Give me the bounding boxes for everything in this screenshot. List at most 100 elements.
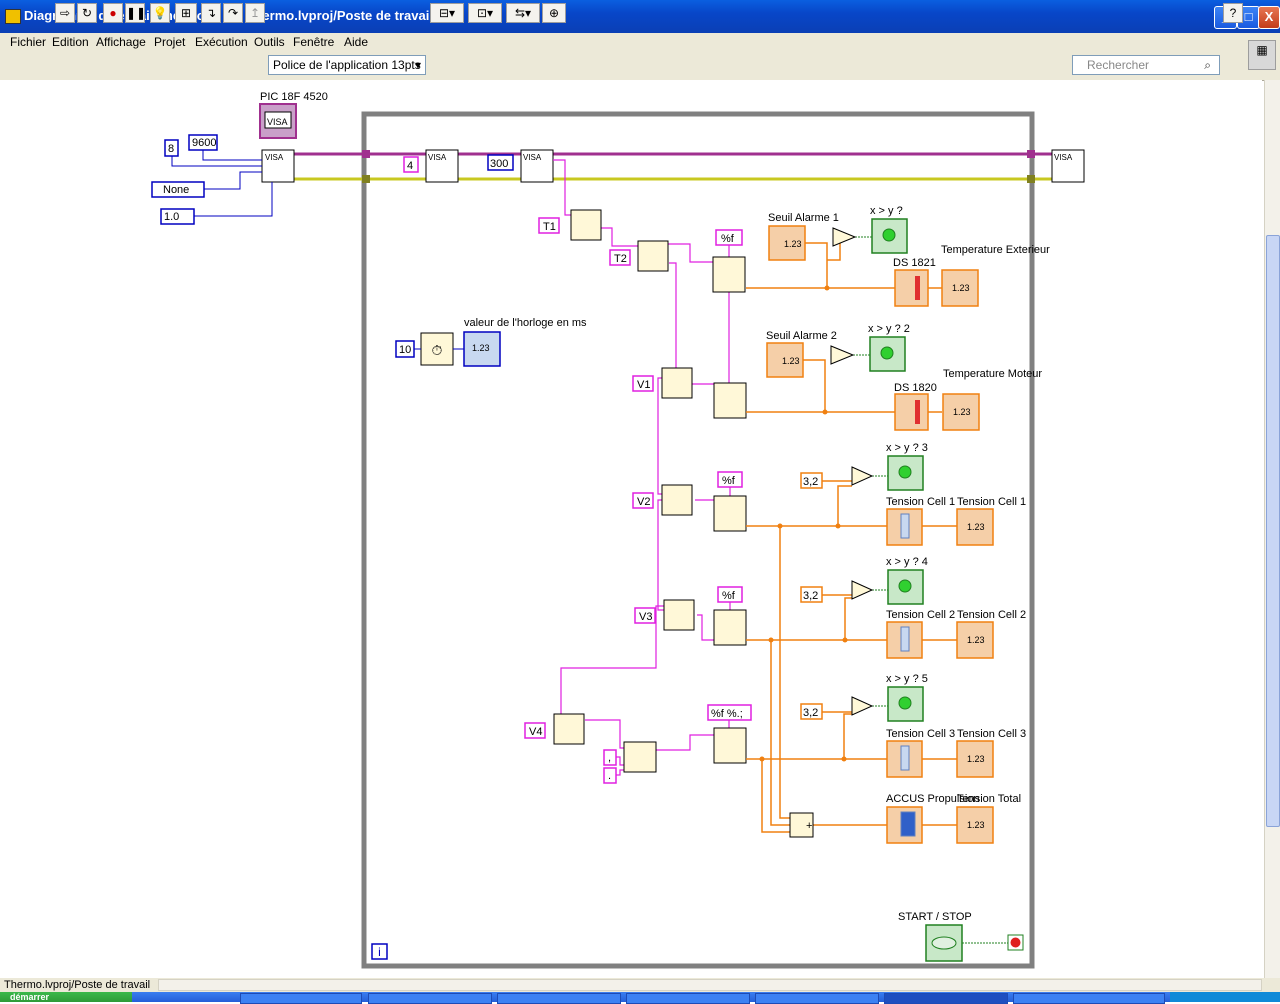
format-3[interactable]	[717, 586, 743, 603]
block-diagram: i PIC 18F 4520 VISA VISA 9600 8 None 1.0…	[0, 80, 1262, 978]
token-v2-label: V2	[637, 496, 650, 508]
cmp4-led[interactable]	[887, 569, 924, 605]
search-icon[interactable]: ⌕	[1204, 58, 1211, 72]
ds1821-thermometer[interactable]	[894, 269, 929, 307]
match-pattern-t1[interactable]	[570, 209, 602, 241]
font-select[interactable]: Police de l'application 13pts▾	[268, 55, 426, 75]
menu-affichage[interactable]: Affichage	[96, 35, 146, 49]
format-5[interactable]	[707, 704, 752, 721]
highlight-execution-icon[interactable]: 💡	[150, 3, 170, 23]
token-v1[interactable]	[632, 375, 654, 392]
token-v4[interactable]	[524, 722, 546, 739]
greater-equal-2[interactable]	[830, 345, 855, 365]
match-pattern-v2[interactable]	[661, 484, 693, 516]
token-v3[interactable]	[634, 607, 656, 624]
scan-string-5[interactable]	[713, 727, 747, 764]
read-count-constant[interactable]	[487, 154, 514, 171]
close-button[interactable]: X	[1258, 6, 1280, 29]
less-than-3[interactable]	[851, 696, 874, 716]
distribute-objects-icon[interactable]: ⊡▾	[468, 3, 502, 23]
format-1[interactable]	[715, 229, 743, 246]
horizontal-scrollbar[interactable]	[158, 979, 1262, 991]
taskbar-item-6[interactable]	[884, 993, 1008, 1004]
menu-aide[interactable]: Aide	[344, 35, 369, 49]
pause-icon[interactable]: ❚❚	[125, 3, 146, 23]
menu-edition[interactable]: Edition	[52, 35, 89, 49]
start-button[interactable]: démarrer	[0, 992, 132, 1002]
baud-value: 9600	[192, 137, 216, 149]
run-arrow-icon[interactable]: ⇨	[55, 3, 75, 23]
match-pattern-t2[interactable]	[637, 240, 669, 272]
cleanup-diagram-icon[interactable]: ⊕	[542, 3, 566, 23]
visa-configure-text: VISA	[265, 153, 284, 162]
step-out-icon[interactable]: ↥	[245, 3, 265, 23]
write-count-constant[interactable]	[403, 156, 419, 173]
step-into-icon[interactable]: ↴	[201, 3, 221, 23]
tc2-indicator[interactable]	[956, 621, 994, 659]
visa-resource-label: PIC 18F 4520	[260, 91, 328, 103]
align-objects-icon[interactable]: ⊟▾	[430, 3, 464, 23]
token-dot[interactable]	[603, 767, 617, 784]
temp-mot-indicator[interactable]	[942, 393, 980, 431]
search-replace-node[interactable]	[623, 741, 657, 773]
run-continuously-icon[interactable]: ↻	[77, 3, 97, 23]
diagram-canvas: i PIC 18F 4520 VISA VISA 9600 8 None 1.0…	[151, 91, 1085, 969]
menu-projet[interactable]: Projet	[154, 35, 186, 49]
match-pattern-v1[interactable]	[661, 367, 693, 399]
token-v2[interactable]	[632, 492, 654, 509]
taskbar-item-5[interactable]	[755, 993, 879, 1004]
tc1-glyph: 1.23	[967, 522, 985, 532]
menu-outils[interactable]: Outils	[254, 35, 285, 49]
config-wires	[171, 150, 273, 217]
greater-equal-1[interactable]	[832, 227, 857, 247]
vertical-scroll-thumb[interactable]	[1266, 235, 1280, 827]
token-t1[interactable]	[538, 217, 560, 234]
less-than-2[interactable]	[851, 580, 874, 600]
taskbar-item-4[interactable]	[626, 993, 750, 1004]
menu-fichier[interactable]: Fichier	[10, 35, 47, 49]
visa-write-text: VISA	[428, 153, 447, 162]
tc1-indicator[interactable]	[956, 508, 994, 546]
format-2[interactable]	[717, 471, 743, 488]
reorder-icon[interactable]: ⇆▾	[506, 3, 540, 23]
threshold-b[interactable]	[800, 586, 823, 603]
match-pattern-v3[interactable]	[663, 599, 695, 631]
less-than-1[interactable]	[851, 466, 874, 486]
scan-string-3[interactable]	[713, 495, 747, 532]
temp-ext-indicator[interactable]	[941, 269, 979, 307]
stop-icon	[1010, 937, 1021, 948]
ds1820-thermometer[interactable]	[894, 393, 929, 431]
menu-execution[interactable]: Exécution	[195, 35, 248, 49]
match-pattern-v4[interactable]	[553, 713, 585, 745]
clock-indicator[interactable]	[463, 331, 501, 367]
help-icon[interactable]: ?	[1223, 3, 1243, 23]
threshold-a[interactable]	[800, 472, 823, 489]
tc3-indicator[interactable]	[956, 740, 994, 778]
tc2a-label: Tension Cell 2	[886, 609, 955, 621]
seuil-alarme-2-control[interactable]	[766, 342, 804, 378]
token-comma[interactable]	[603, 749, 617, 766]
ds1820-label: DS 1820	[894, 382, 937, 394]
taskbar-item-2[interactable]	[368, 993, 492, 1004]
retain-wire-values-icon[interactable]: ⊞	[175, 3, 197, 23]
scan-string-4[interactable]	[713, 609, 747, 646]
taskbar-item-3[interactable]	[497, 993, 621, 1004]
visa-write-node[interactable]	[425, 149, 459, 183]
threshold-c[interactable]	[800, 703, 823, 720]
step-over-icon[interactable]: ↷	[223, 3, 243, 23]
write-count-value: 4	[407, 160, 413, 172]
menu-fenetre[interactable]: Fenêtre	[293, 35, 335, 49]
visa-close-node[interactable]	[1051, 149, 1085, 183]
taskbar-item-7[interactable]	[1013, 993, 1165, 1004]
while-loop[interactable]	[361, 111, 1035, 969]
scan-string-1[interactable]	[712, 256, 746, 293]
token-t2[interactable]	[609, 249, 631, 266]
search-input[interactable]: Rechercher⌕	[1072, 55, 1220, 75]
seuil-alarme-1-control[interactable]	[768, 225, 806, 261]
taskbar-item-1[interactable]	[240, 993, 362, 1004]
compound-add-node[interactable]	[789, 812, 814, 838]
visa-read-node[interactable]	[520, 149, 554, 183]
scan-string-2[interactable]	[713, 382, 747, 419]
ttotal-indicator[interactable]	[956, 806, 994, 844]
abort-icon[interactable]: ●	[103, 3, 123, 23]
